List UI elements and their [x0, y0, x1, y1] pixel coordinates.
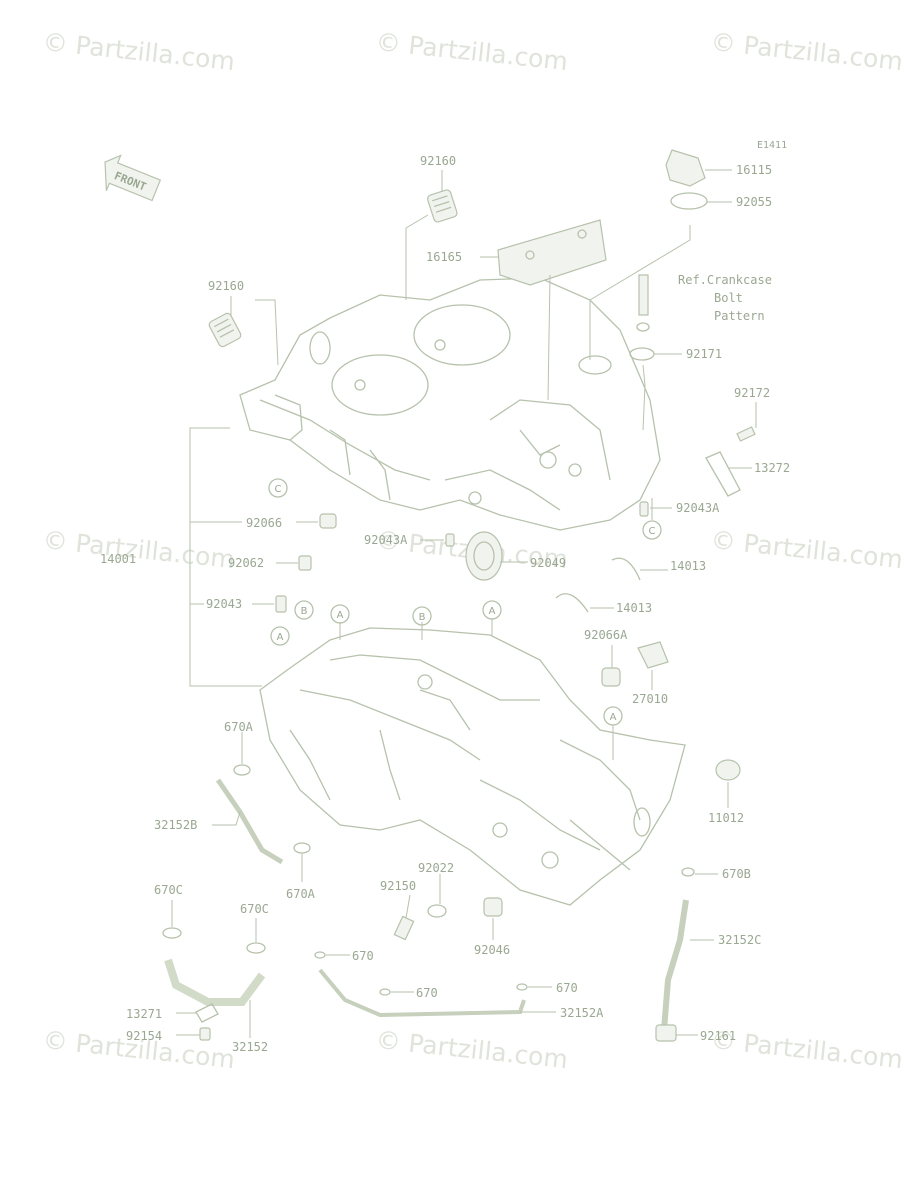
part-callouts: 92160 92160 16115 92055 16165 Ref.Crankc… — [100, 154, 790, 1054]
callout-92150: 92150 — [380, 879, 416, 893]
callout-32152b: 32152B — [154, 818, 197, 832]
marker-circle — [642, 520, 662, 540]
figure-code: E1411 — [757, 140, 787, 151]
marker-circle — [412, 606, 432, 626]
lower-crankcase — [259, 627, 686, 906]
marker-a: A — [489, 606, 496, 617]
callout-92049: 92049 — [530, 556, 566, 570]
marker-c: C — [649, 526, 656, 537]
callout-670b: 670B — [722, 867, 751, 881]
marker-a: A — [610, 712, 617, 723]
callout-670: 670 — [352, 949, 374, 963]
callout-92066a: 92066A — [584, 628, 628, 642]
marker-circle — [330, 604, 350, 624]
watermark: © Partzilla.com — [709, 1025, 904, 1074]
callout-14013: 14013 — [670, 559, 706, 573]
watermark: © Partzilla.com — [374, 1025, 569, 1074]
callout-670a: 670A — [224, 720, 254, 734]
callout-92160: 92160 — [208, 279, 244, 293]
watermark: © Partzilla.com — [41, 27, 236, 76]
ref-note-line2: Bolt — [714, 291, 743, 305]
watermark: © Partzilla.com — [374, 27, 569, 76]
callout-92161: 92161 — [700, 1029, 736, 1043]
callout-16165: 16165 — [426, 250, 462, 264]
leader-lines — [171, 169, 757, 1038]
callout-92154: 92154 — [126, 1029, 162, 1043]
upper-crankcase — [239, 277, 661, 531]
callout-670a: 670A — [286, 887, 316, 901]
callout-92062: 92062 — [228, 556, 264, 570]
marker-b: B — [301, 606, 308, 617]
marker-b: B — [419, 612, 426, 623]
callout-92046: 92046 — [474, 943, 510, 957]
ref-note-line3: Pattern — [714, 309, 765, 323]
callout-13271: 13271 — [126, 1007, 162, 1021]
callout-92066: 92066 — [246, 516, 282, 530]
marker-circle — [268, 478, 288, 498]
callout-92022: 92022 — [418, 861, 454, 875]
marker-circle — [270, 626, 290, 646]
callout-32152a: 32152A — [560, 1006, 604, 1020]
callout-92160: 92160 — [420, 154, 456, 168]
callout-670c: 670C — [240, 902, 269, 916]
circle-markers: C C B A A B A A — [268, 478, 662, 726]
callout-27010: 27010 — [632, 692, 668, 706]
callout-92171: 92171 — [686, 347, 722, 361]
marker-circle — [294, 600, 314, 620]
callout-92043: 92043 — [206, 597, 242, 611]
callout-670c: 670C — [154, 883, 183, 897]
marker-a: A — [337, 610, 344, 621]
callout-670: 670 — [556, 981, 578, 995]
callout-16115: 16115 — [736, 163, 772, 177]
callout-14013: 14013 — [616, 601, 652, 615]
marker-a: A — [277, 632, 284, 643]
callout-92043a: 92043A — [676, 501, 720, 515]
marker-circle — [603, 706, 623, 726]
watermark: © Partzilla.com — [709, 525, 904, 574]
callout-32152: 32152 — [232, 1040, 268, 1054]
watermark: © Partzilla.com — [709, 27, 904, 76]
callout-92043a: 92043A — [364, 533, 408, 547]
small-parts — [162, 149, 756, 1042]
callout-92172: 92172 — [734, 386, 770, 400]
callout-14001: 14001 — [100, 552, 136, 566]
watermark: © Partzilla.com — [41, 525, 236, 574]
marker-circle — [482, 600, 502, 620]
callout-13272: 13272 — [754, 461, 790, 475]
ref-note-line1: Ref.Crankcase — [678, 273, 772, 287]
callout-670: 670 — [416, 986, 438, 1000]
callout-92055: 92055 — [736, 195, 772, 209]
front-arrow-icon: FRONT — [104, 154, 162, 202]
callout-11012: 11012 — [708, 811, 744, 825]
callout-32152c: 32152C — [718, 933, 761, 947]
marker-c: C — [275, 484, 282, 495]
